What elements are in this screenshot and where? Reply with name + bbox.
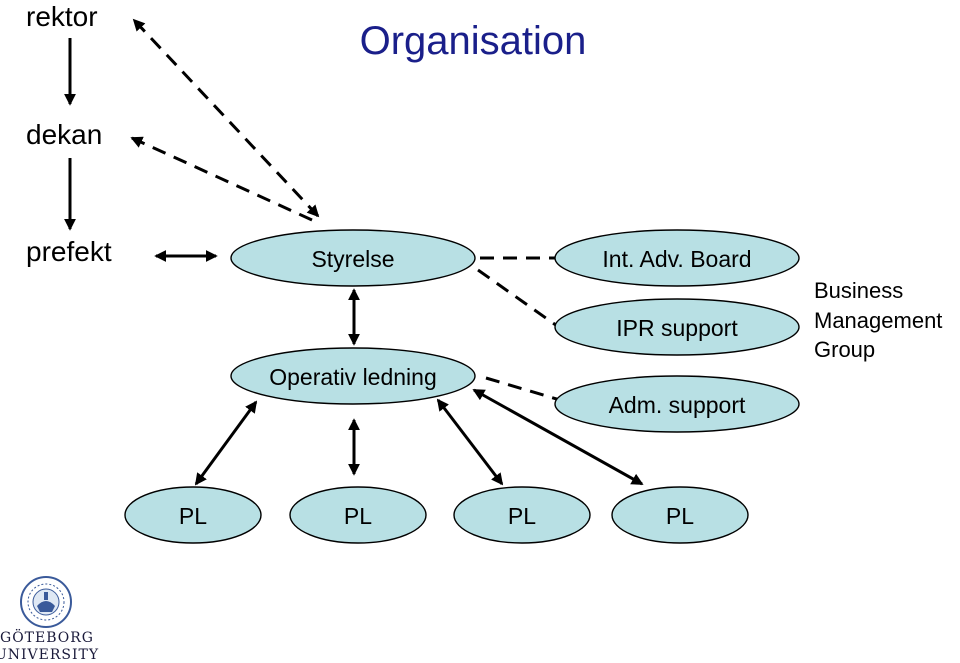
node-styrelse: Styrelse [230,229,476,287]
node-pl-2: PL [289,486,427,544]
business-management-group-label: Business Management Group [814,278,942,362]
arrow-operativ-pl-3 [436,398,504,486]
node-pl-1: PL [124,486,262,544]
node-pl-3: PL [453,486,591,544]
page-title: Organisation [360,19,587,63]
node-adm-support: Adm. support [554,375,800,433]
role-rektor: rektor [26,1,98,32]
arrow-operativ-pl-1 [194,400,258,486]
bmg-line-3: Group [814,337,875,362]
university-seal-icon [20,576,72,628]
dashed-arrow-styrelse-rektor [132,18,320,218]
bmg-line-1: Business [814,278,903,303]
node-pl-3-label: PL [508,503,536,529]
node-ipr-support: IPR support [554,298,800,356]
dashed-arrow-styrelse-dekan [130,136,313,222]
node-pl-4-label: PL [666,503,694,529]
dashed-link-styrelse-ipr [477,268,561,330]
node-pl-1-label: PL [179,503,207,529]
node-styrelse-label: Styrelse [311,246,394,272]
node-operativ-label: Operativ ledning [269,364,437,390]
node-int-adv-board: Int. Adv. Board [554,229,800,287]
bmg-line-2: Management [814,308,942,333]
node-pl-2-label: PL [344,503,372,529]
node-operativ-ledning: Operativ ledning [230,347,476,405]
dashed-link-operativ-adm [485,376,561,402]
role-prefekt: prefekt [26,236,112,267]
node-int-adv-board-label: Int. Adv. Board [602,246,751,272]
arrow-operativ-pl-4 [472,388,644,486]
node-ipr-support-label: IPR support [616,315,738,341]
logo-line-2: UNIVERSITY [0,647,99,663]
node-pl-4: PL [611,486,749,544]
node-adm-support-label: Adm. support [609,392,746,418]
logo-line-1: GÖTEBORG [0,628,94,646]
role-dekan: dekan [26,119,102,150]
